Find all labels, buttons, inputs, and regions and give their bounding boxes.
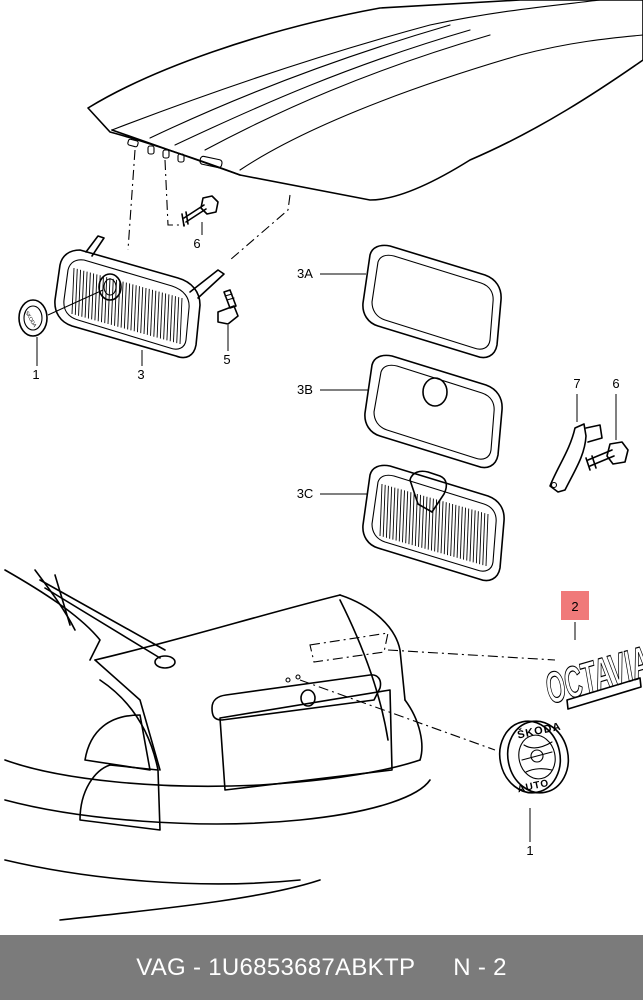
slat-line (101, 276, 104, 323)
grille-insert-3c (362, 464, 505, 582)
slat-line (389, 486, 393, 539)
slat-line (169, 295, 173, 342)
slat-line (123, 282, 127, 329)
slat-line (402, 490, 405, 543)
slat-line (143, 287, 147, 335)
slat-line (133, 285, 137, 332)
callout-7: 7 (573, 376, 580, 391)
slat-line (379, 483, 383, 537)
slat-line (408, 492, 412, 545)
slat-line (81, 270, 85, 317)
slat-line (437, 500, 441, 553)
slat-line (110, 278, 114, 325)
bolt-5 (217, 289, 239, 325)
callout-3b: 3B (297, 382, 313, 397)
callout-3: 3 (137, 367, 144, 382)
slat-line (479, 512, 483, 565)
callout-3c: 3C (297, 486, 314, 501)
car-rear-drawing (4, 569, 431, 921)
octavia-emblem: OCTAVIA (539, 637, 643, 715)
slat-line (107, 277, 111, 325)
slat-line (463, 507, 466, 560)
slat-line (398, 489, 402, 542)
callout-1-left: 1 (32, 367, 39, 382)
slat-line (450, 503, 454, 557)
slat-line (475, 511, 479, 564)
slat-line (418, 494, 421, 547)
slat-line (137, 286, 140, 333)
slat-line (104, 277, 108, 324)
slat-line (430, 498, 434, 551)
small-skoda-badge: SKODA (18, 299, 48, 337)
slat-line (456, 505, 460, 558)
callout-6-top: 6 (193, 236, 200, 251)
slat-line (472, 510, 476, 563)
slat-line (443, 502, 447, 555)
grille-slats (71, 267, 183, 345)
slat-line (459, 506, 463, 559)
slat-line (71, 267, 75, 315)
bracket-7 (549, 423, 603, 493)
slat-line (485, 513, 489, 567)
slat-line (159, 292, 163, 339)
slat-line (120, 281, 124, 328)
slat-line (156, 291, 160, 338)
slat-line (153, 290, 157, 337)
slat-line (453, 504, 457, 557)
slat-line (173, 296, 176, 343)
slat-line (434, 499, 438, 552)
frame-3b (364, 354, 503, 469)
slat-line (424, 496, 428, 549)
slat-line (91, 273, 95, 320)
callout-5: 5 (223, 352, 230, 367)
slat-line (382, 484, 386, 537)
slat-line (395, 488, 399, 541)
slat-line (74, 268, 78, 315)
slat-line (166, 294, 170, 341)
part-number-label: VAG - 1U6853687ABKTP (136, 953, 416, 981)
slat-line (130, 284, 134, 331)
footer-bar: VAG - 1U6853687ABKTP N - 2 (0, 935, 643, 1000)
slat-line (150, 289, 153, 336)
callout-3a: 3A (297, 266, 313, 281)
slat-line (176, 297, 180, 344)
callout-1-bottom: 1 (526, 843, 533, 858)
hood-drawing (87, 0, 643, 201)
slat-line (87, 272, 91, 319)
slat-line (411, 493, 415, 546)
slat-line (127, 283, 131, 330)
slat-line (117, 280, 121, 327)
slat-line (447, 503, 450, 556)
slat-line (84, 271, 88, 318)
page-reference: N - 2 (453, 953, 507, 981)
callout-2-highlight (561, 591, 589, 620)
small-badge-text: SKODA (23, 310, 37, 329)
slat-line (163, 293, 167, 340)
slat-line (94, 274, 98, 321)
slat-line (405, 491, 409, 544)
bolt-6-top (181, 195, 219, 227)
frame-3a (362, 244, 502, 359)
bolt-6-right (585, 441, 629, 471)
slat-line (482, 513, 486, 566)
slat-line (466, 508, 470, 561)
slat-line (78, 269, 81, 316)
slat-line (469, 509, 473, 562)
slat-line (146, 288, 150, 335)
slat-line (427, 497, 431, 550)
slat-line (392, 487, 396, 540)
slat-line (440, 501, 444, 554)
grille-assembly (54, 235, 225, 359)
insert-slats (379, 483, 489, 567)
slat-line (140, 287, 144, 334)
skoda-auto-badge: ŠKODA AUTO (498, 720, 570, 795)
callout-2: 2 (571, 599, 578, 614)
parts-diagram: SKODA 6 1 3 5 3A 3B 3C (4, 0, 643, 921)
callout-6-right: 6 (612, 376, 619, 391)
slat-line (385, 485, 389, 538)
slat-line (179, 297, 183, 345)
slat-line (421, 495, 425, 548)
